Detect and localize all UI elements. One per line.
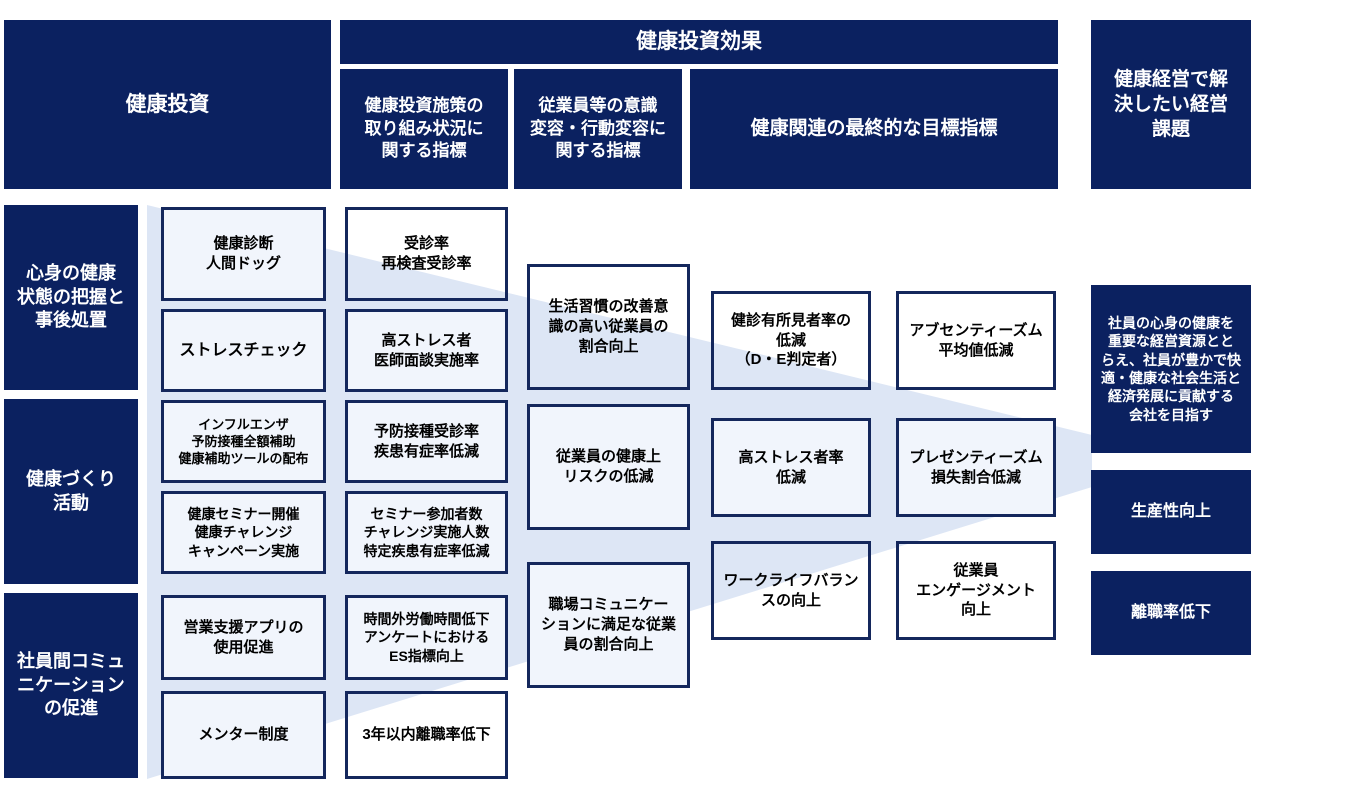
header-effect-col-2: 健康関連の最終的な目標指標 [690, 69, 1058, 189]
measure-box-5-label: メンター制度 [198, 726, 289, 744]
management-issue-box-0-label: 社員の心身の健康を 重要な経営資源とと らえ、社員が豊かで快 適・健康な社会生活… [1101, 314, 1241, 423]
goal-right-box-1[interactable]: プレゼンティーズム 損失割合低減 [896, 418, 1056, 517]
status-indicator-box-4[interactable]: 時間外労働時間低下 アンケートにおける ES指標向上 [345, 595, 508, 680]
status-indicator-box-2[interactable]: 予防接種受診率 疾患有症率低減 [345, 400, 508, 483]
measure-box-5[interactable]: メンター制度 [161, 691, 326, 779]
category-2-label: 社員間コミュ ニケーション の促進 [17, 650, 125, 719]
behavior-change-box-2[interactable]: 職場コミュニケー ションに満足な従業 員の割合向上 [527, 562, 690, 688]
header-effect-col-1: 従業員等の意識 変容・行動変容に 関する指標 [514, 69, 682, 189]
status-indicator-box-5[interactable]: 3年以内離職率低下 [345, 691, 508, 779]
goal-left-box-0[interactable]: 健診有所見者率の 低減 （D・E判定者） [711, 291, 871, 390]
category-1-label: 健康づくり 活動 [26, 468, 116, 513]
category-0-label: 心身の健康 状態の把握と 事後処置 [17, 262, 125, 331]
goal-left-box-1-label: 高ストレス者率 低減 [738, 448, 844, 486]
goal-right-box-2[interactable]: 従業員 エンゲージメント 向上 [896, 541, 1056, 640]
status-indicator-box-3[interactable]: セミナー参加者数 チャレンジ実施人数 特定疾患有症率低減 [345, 491, 508, 574]
status-indicator-box-0-label: 受診率 再検査受診率 [381, 235, 472, 272]
goal-left-box-2-label: ワークライフバラン スの向上 [723, 571, 859, 609]
management-issue-box-2-label: 離職率低下 [1130, 604, 1211, 622]
behavior-change-box-2-label: 職場コミュニケー ションに満足な従業 員の割合向上 [540, 596, 676, 653]
status-indicator-box-1-label: 高ストレス者 医師面談実施率 [373, 331, 479, 369]
measure-box-2-label: インフルエンザ 予防接種全額補助 健康補助ツールの配布 [178, 416, 309, 467]
measure-box-4[interactable]: 営業支援アプリの 使用促進 [161, 595, 326, 680]
behavior-change-box-0-label: 生活習慣の改善意 識の高い従業員の 割合向上 [548, 298, 669, 355]
category-2: 社員間コミュ ニケーション の促進 [4, 593, 138, 778]
header-effect-col-0: 健康投資施策の 取り組み状況に 関する指標 [340, 69, 508, 189]
measure-box-0-label: 健康診断 人間ドッグ [205, 235, 281, 272]
measure-box-4-label: 営業支援アプリの 使用促進 [183, 618, 304, 656]
status-indicator-box-0[interactable]: 受診率 再検査受診率 [345, 207, 508, 301]
header-management-issue-label: 健康経営で解 決したい経営 課題 [1113, 68, 1228, 141]
behavior-change-box-1[interactable]: 従業員の健康上 リスクの低減 [527, 404, 690, 530]
header-management-issue: 健康経営で解 決したい経営 課題 [1091, 20, 1251, 189]
goal-left-box-0-label: 健診有所見者率の 低減 （D・E判定者） [730, 311, 851, 369]
goal-right-box-0-label: アブセンティーズム 平均値低減 [909, 321, 1043, 359]
goal-right-box-2-label: 従業員 エンゲージメント 向上 [916, 561, 1036, 619]
behavior-change-box-0[interactable]: 生活習慣の改善意 識の高い従業員の 割合向上 [527, 264, 690, 390]
status-indicator-box-3-label: セミナー参加者数 チャレンジ実施人数 特定疾患有症率低減 [363, 505, 490, 559]
management-issue-box-2: 離職率低下 [1091, 571, 1251, 655]
header-health-investment-label: 健康投資 [125, 92, 210, 116]
header-effect-col-0-label: 健康投資施策の 取り組み状況に 関する指標 [364, 96, 484, 161]
goal-left-box-2[interactable]: ワークライフバラン スの向上 [711, 541, 871, 640]
goal-right-box-0[interactable]: アブセンティーズム 平均値低減 [896, 291, 1056, 390]
category-0: 心身の健康 状態の把握と 事後処置 [4, 205, 138, 390]
status-indicator-box-2-label: 予防接種受診率 疾患有症率低減 [373, 422, 479, 460]
header-effect-col-1-label: 従業員等の意識 変容・行動変容に 関する指標 [530, 96, 666, 161]
management-issue-box-1: 生産性向上 [1091, 470, 1251, 554]
goal-left-box-1[interactable]: 高ストレス者率 低減 [711, 418, 871, 517]
measure-box-3[interactable]: 健康セミナー開催 健康チャレンジ キャンペーン実施 [161, 491, 326, 574]
measure-box-3-label: 健康セミナー開催 健康チャレンジ キャンペーン実施 [187, 505, 300, 559]
measure-box-0[interactable]: 健康診断 人間ドッグ [161, 207, 326, 301]
behavior-change-box-1-label: 従業員の健康上 リスクの低減 [555, 448, 661, 485]
header-effect-col-2-label: 健康関連の最終的な目標指標 [750, 118, 998, 140]
management-issue-box-1-label: 生産性向上 [1130, 503, 1211, 521]
measure-box-1[interactable]: ストレスチェック [161, 309, 326, 392]
category-1: 健康づくり 活動 [4, 399, 138, 584]
goal-right-box-1-label: プレゼンティーズム 損失割合低減 [909, 448, 1043, 486]
header-effect-banner-label: 健康投資効果 [636, 30, 762, 54]
status-indicator-box-4-label: 時間外労働時間低下 アンケートにおける ES指標向上 [363, 610, 490, 664]
measure-box-1-label: ストレスチェック [179, 341, 308, 359]
header-health-investment: 健康投資 [4, 20, 331, 189]
measure-box-2[interactable]: インフルエンザ 予防接種全額補助 健康補助ツールの配布 [161, 400, 326, 483]
header-effect-banner: 健康投資効果 [340, 20, 1058, 64]
status-indicator-box-1[interactable]: 高ストレス者 医師面談実施率 [345, 309, 508, 392]
management-issue-box-0: 社員の心身の健康を 重要な経営資源とと らえ、社員が豊かで快 適・健康な社会生活… [1091, 285, 1251, 453]
status-indicator-box-5-label: 3年以内離職率低下 [362, 726, 491, 744]
